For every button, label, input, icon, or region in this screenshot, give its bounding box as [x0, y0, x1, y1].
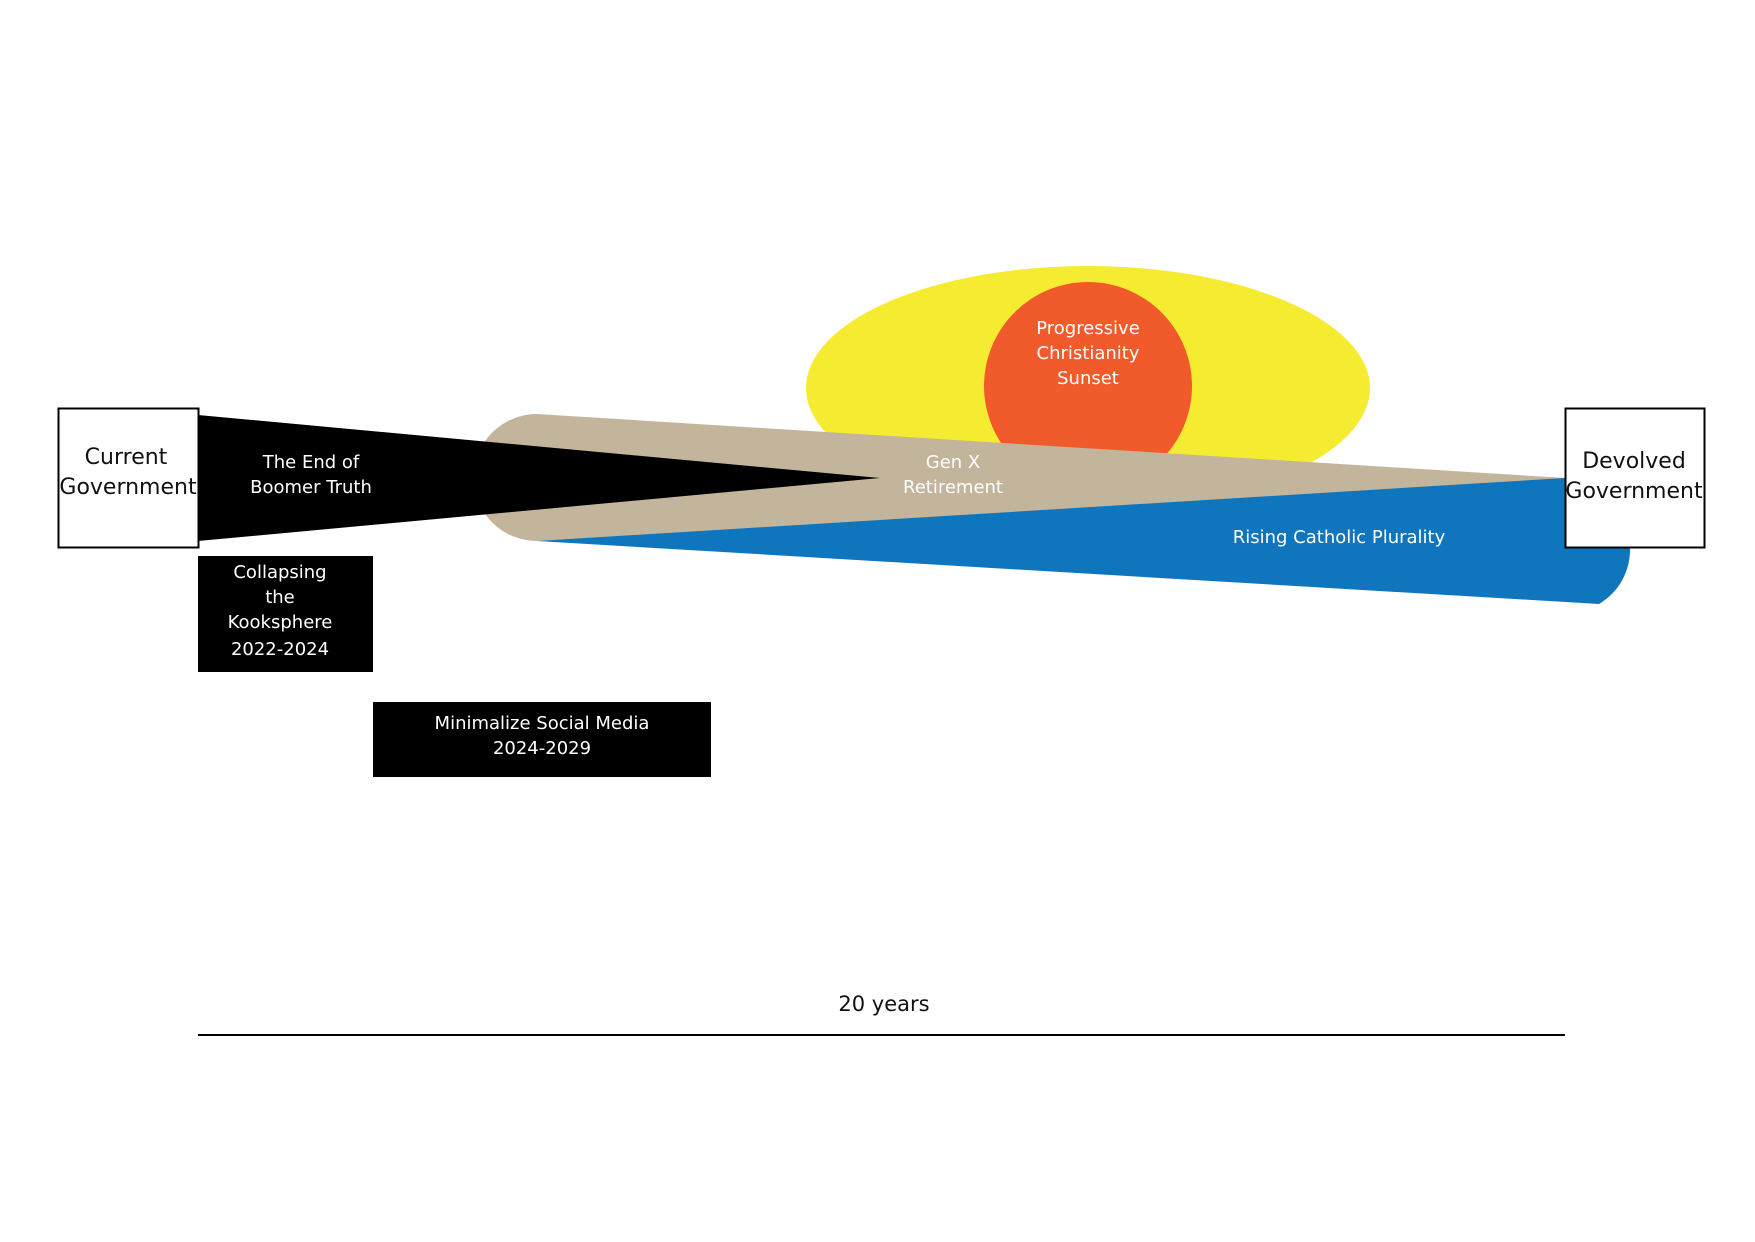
current-government-box [57, 407, 200, 549]
timeline-label: 20 years [838, 992, 929, 1016]
sun-core [984, 282, 1192, 490]
catholic-plurality-band [537, 478, 1631, 604]
boomer-truth-wedge [198, 415, 880, 541]
kooksphere-phase-label: Collapsing [233, 562, 326, 583]
social-media-phase-label-2: 2024-2029 [493, 738, 591, 759]
devolved-government-label: Devolved [1582, 449, 1686, 474]
social-media-phase-label: Minimalize Social Media [435, 713, 650, 734]
kooksphere-phase-label-4: 2022-2024 [231, 639, 329, 660]
sun-label-2: Christianity [1037, 343, 1140, 364]
boomer-truth-label-2: Boomer Truth [250, 477, 372, 498]
current-government-label: Current [85, 445, 168, 470]
sun-label: Progressive [1036, 318, 1140, 339]
genx-label: Gen X [926, 452, 980, 473]
boomer-truth-label: The End of [262, 452, 360, 473]
kooksphere-phase-box [198, 556, 373, 672]
kooksphere-phase-label-3: Kooksphere [228, 612, 333, 633]
kooksphere-phase-label-2: the [265, 587, 295, 608]
social-media-phase-box [373, 702, 711, 777]
genx-label-2: Retirement [903, 477, 1003, 498]
sun-label-3: Sunset [1057, 368, 1119, 389]
devolved-government-label-2: Government [1565, 479, 1703, 504]
catholic-plurality-label: Rising Catholic Plurality [1233, 527, 1446, 548]
devolved-government-box [1564, 407, 1706, 549]
current-government-label-2: Government [59, 475, 197, 500]
